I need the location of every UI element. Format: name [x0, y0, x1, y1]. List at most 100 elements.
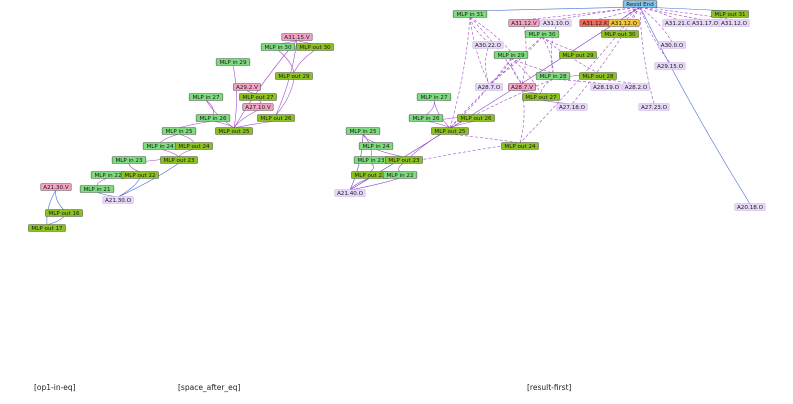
edge: [449, 133, 521, 144]
edge: [178, 120, 214, 129]
node-box: [416, 93, 452, 101]
edge: [159, 133, 180, 144]
node-mlp-out-27[interactable]: MLP out 27: [239, 93, 277, 101]
node-box: [296, 43, 334, 51]
node-a20-18-o[interactable]: A20.18.O: [734, 203, 766, 211]
node-mlp-in-26[interactable]: MLP in 26: [195, 114, 231, 122]
node-a31-12-v[interactable]: A31.12.V: [508, 19, 540, 27]
node-a28-2-o[interactable]: A28.2.O: [622, 83, 650, 91]
node-mlp-out-17[interactable]: MLP out 17: [28, 224, 66, 232]
node-mlp-out-27[interactable]: MLP out 27: [522, 93, 560, 101]
node-label: MLP in 21: [83, 187, 111, 193]
node-mlp-out-29[interactable]: MLP out 29: [275, 72, 313, 80]
node-mlp-out-24[interactable]: MLP out 24: [175, 142, 213, 150]
node-mlp-in-27[interactable]: MLP in 27: [416, 93, 452, 101]
node-a31-12-q[interactable]: A31.12.Q: [608, 19, 640, 27]
node-label: A31.17.O: [692, 21, 719, 27]
node-label: MLP out 24: [178, 144, 210, 150]
edges-layer: [46, 6, 751, 226]
node-a31-15-v[interactable]: A31.15.V: [281, 33, 313, 41]
node-label: A21.40.O: [337, 191, 364, 197]
node-mlp-in-28[interactable]: MLP in 28: [535, 72, 571, 80]
node-mlp-in-23[interactable]: MLP in 23: [353, 156, 389, 164]
node-a30-0-o[interactable]: A30.0.O: [658, 41, 686, 49]
node-mlp-in-30[interactable]: MLP in 30: [260, 43, 296, 51]
node-mlp-in-22[interactable]: MLP in 22: [90, 171, 126, 179]
node-resid-end[interactable]: Resid End: [622, 0, 658, 8]
node-label: A31.12.Q: [611, 21, 638, 27]
node-mlp-in-27[interactable]: MLP in 27: [188, 93, 224, 101]
node-box: [457, 114, 495, 122]
node-label: MLP in 24: [362, 144, 390, 150]
node-a29-2-v[interactable]: A29.2.V: [233, 83, 261, 91]
node-box: [233, 83, 261, 91]
node-mlp-out-26[interactable]: MLP out 26: [257, 114, 295, 122]
node-a31-10-o[interactable]: A31.10.O: [540, 19, 572, 27]
node-mlp-out-30[interactable]: MLP out 30: [296, 43, 334, 51]
node-mlp-in-25[interactable]: MLP in 25: [161, 127, 197, 135]
edge: [233, 120, 277, 129]
node-mlp-out-30[interactable]: MLP out 30: [601, 30, 639, 38]
node-box: [734, 203, 766, 211]
node-mlp-out-24[interactable]: MLP out 24: [501, 142, 539, 150]
node-label: A28.7.V: [511, 85, 533, 91]
node-a28-7-v[interactable]: A28.7.V: [508, 83, 536, 91]
node-mlp-out-25[interactable]: MLP out 25: [431, 127, 469, 135]
node-a27-23-o[interactable]: A27.23.O: [638, 103, 670, 111]
node-a31-17-o[interactable]: A31.17.O: [689, 19, 721, 27]
node-label: MLP out 27: [525, 95, 557, 101]
node-mlp-out-23[interactable]: MLP out 23: [160, 156, 198, 164]
edge: [523, 6, 641, 21]
node-a27-18-o[interactable]: A27.18.O: [556, 103, 588, 111]
node-mlp-out-16[interactable]: MLP out 16: [45, 209, 83, 217]
node-box: [111, 156, 147, 164]
node-mlp-in-23[interactable]: MLP in 23: [111, 156, 147, 164]
node-label: MLP out 22: [124, 173, 155, 179]
edge: [178, 133, 195, 144]
node-a21-40-o[interactable]: A21.40.O: [334, 189, 366, 197]
node-box: [590, 83, 622, 91]
node-box: [45, 209, 83, 217]
edge: [555, 6, 641, 21]
node-a31-12-k[interactable]: A31.12.K: [579, 19, 611, 27]
node-mlp-in-29[interactable]: MLP in 29: [215, 58, 251, 66]
node-a30-22-o[interactable]: A30.22.O: [472, 41, 504, 49]
node-a28-7-o[interactable]: A28.7.O: [475, 83, 503, 91]
node-mlp-out-22[interactable]: MLP out 22: [121, 171, 159, 179]
node-mlp-in-24[interactable]: MLP in 24: [142, 142, 178, 150]
node-label: MLP in 22: [94, 173, 121, 179]
node-mlp-out-23[interactable]: MLP out 23: [385, 156, 423, 164]
edge: [488, 57, 512, 85]
edge: [449, 16, 471, 129]
node-mlp-in-25[interactable]: MLP in 25: [345, 127, 381, 135]
node-mlp-out-31[interactable]: MLP out 31: [711, 10, 749, 18]
node-a31-21-o[interactable]: A31.21.O: [662, 19, 694, 27]
node-a31-12-o[interactable]: A31.12.O: [718, 19, 750, 27]
node-mlp-out-25[interactable]: MLP out 25: [215, 127, 253, 135]
node-mlp-in-26[interactable]: MLP in 26: [408, 114, 444, 122]
node-mlp-out-29[interactable]: MLP out 29: [559, 51, 597, 59]
node-a27-10-v[interactable]: A27.10.V: [242, 103, 274, 111]
node-a29-15-o[interactable]: A29.15.O: [654, 62, 686, 70]
node-mlp-in-21[interactable]: MLP in 21: [79, 185, 115, 193]
edge: [233, 109, 259, 129]
node-mlp-in-29[interactable]: MLP in 29: [493, 51, 529, 59]
node-a28-19-o[interactable]: A28.19.O: [590, 83, 622, 91]
node-box: [260, 43, 296, 51]
node-mlp-in-24[interactable]: MLP in 24: [358, 142, 394, 150]
node-mlp-in-30[interactable]: MLP in 30: [524, 30, 560, 38]
node-mlp-out-26[interactable]: MLP out 26: [457, 114, 495, 122]
node-box: [334, 189, 366, 197]
node-mlp-in-31[interactable]: MLP in 31: [452, 10, 488, 18]
node-box: [472, 41, 504, 49]
node-label: MLP in 24: [146, 144, 174, 150]
node-box: [508, 83, 536, 91]
node-mlp-out-28[interactable]: MLP out 28: [579, 72, 617, 80]
node-label: MLP in 23: [357, 158, 385, 164]
node-box: [493, 51, 529, 59]
node-mlp-in-22[interactable]: MLP in 22: [382, 171, 418, 179]
node-box: [431, 127, 469, 135]
node-box: [215, 58, 251, 66]
node-a21-30-v[interactable]: A21.30.V: [40, 183, 72, 191]
node-a21-30-o[interactable]: A21.30.O: [102, 196, 134, 204]
